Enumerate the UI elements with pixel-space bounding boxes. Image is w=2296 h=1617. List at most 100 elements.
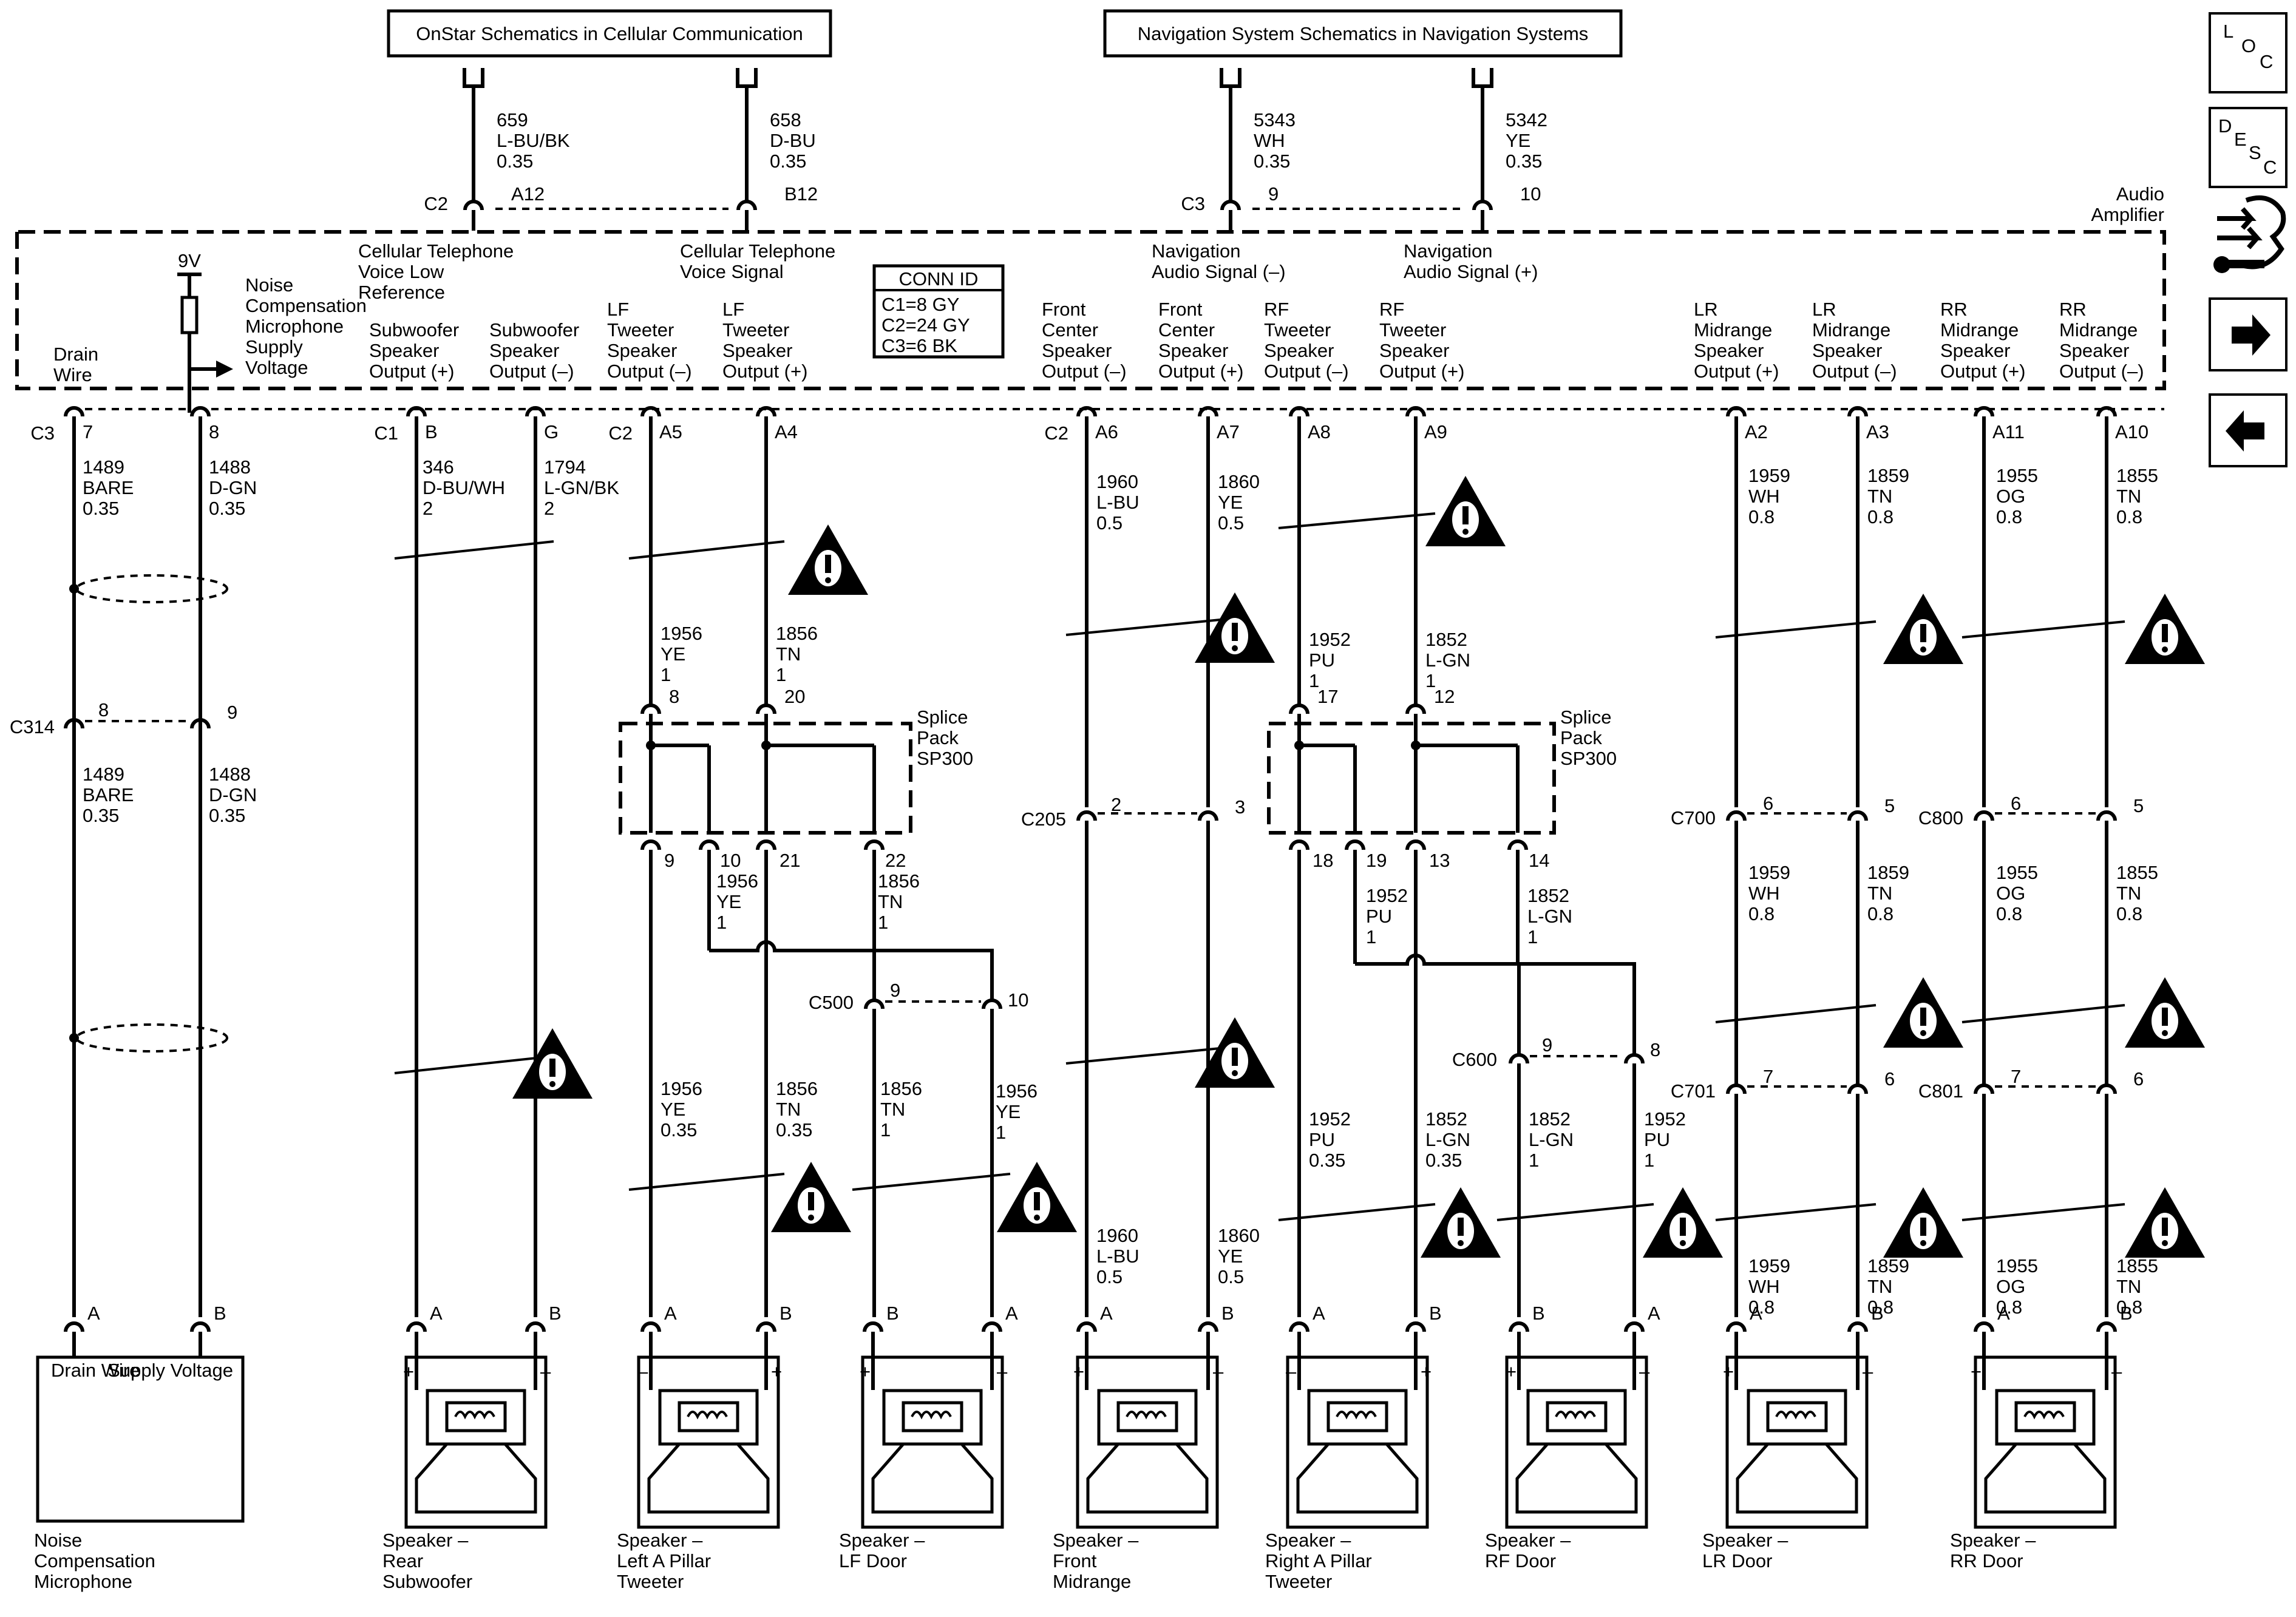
audio-amplifier-boundary [15,230,2166,390]
pin-label: 21 [779,850,800,871]
pin-label: 10 [1008,989,1028,1011]
pin-label: A8 [1308,421,1331,442]
polarity-label: + [1971,1361,1982,1382]
wire-label: 346 [423,456,454,478]
pin-label: 2 [1111,794,1121,815]
wire-label: WH [1748,1276,1780,1297]
connector-pin [2096,1321,2117,1332]
amp-output-label: Midrange [1694,319,1772,341]
connector-pin [1198,406,1218,417]
signal-label: Cellular Telephone [358,240,514,262]
connector-label: C205 [1021,808,1066,830]
connector-pin [1507,839,1528,850]
device-name: Speaker – [382,1530,469,1551]
arrow-right-icon[interactable] [2209,297,2288,371]
wire-label: 1952 [1644,1108,1686,1130]
pin-label: B [779,1303,792,1324]
amplifier-label-2: Amplifier [2091,204,2164,225]
wire-label: L-GN [1527,906,1572,927]
connector-pin [864,839,885,850]
pin-label: A10 [2115,421,2148,442]
warning-icon[interactable] [771,1162,851,1232]
device-pin-label: Drain Wire [51,1360,140,1381]
device-name: Speaker – [1265,1530,1351,1551]
warning-icon[interactable] [1883,977,1963,1048]
wire-label: D-GN [209,784,257,805]
amp-output-label: Output (+) [1694,361,1779,382]
navigation-reference-link[interactable]: Navigation System Schematics in Navigati… [1138,23,1589,44]
wire-label: TN [776,1099,801,1120]
onstar-reference-box[interactable] [387,9,832,58]
pin-label: 12 [1434,686,1455,707]
connector-label: C2 [424,193,448,214]
pin-label: A [1997,1303,2010,1324]
warning-icon[interactable] [1643,1187,1723,1258]
pin-label: B12 [784,183,818,205]
speaker-icon [1975,1357,2115,1527]
wire-label: PU [1309,1129,1335,1150]
amp-output-label: Speaker [2059,340,2129,361]
warning-icon[interactable] [2125,594,2205,664]
splice-pack-box [1267,722,1556,835]
wire-label: OG [1996,486,2025,507]
noise-supply-label: Microphone [245,316,344,337]
wire-label: 1952 [1366,885,1408,906]
wire-label: 659 [497,109,528,131]
wire-label: 1 [1309,670,1319,691]
warning-icon[interactable] [1883,1187,1963,1258]
device-name: Microphone [34,1571,132,1592]
warning-icon[interactable] [2125,1187,2205,1258]
wire-label: PU [1309,649,1335,671]
onstar-reference-link[interactable]: OnStar Schematics in Cellular Communicat… [416,23,803,44]
arrow-left-icon[interactable] [2209,393,2288,467]
connector-pin [1974,810,1994,821]
wrench-icon[interactable] [2213,195,2286,273]
navigation-reference-box[interactable] [1103,9,1623,58]
warning-icon[interactable] [2125,977,2205,1048]
device-name: Right A Pillar [1265,1550,1372,1571]
wire-label: 1959 [1748,1255,1790,1276]
loc-button[interactable]: L O C [2209,12,2288,93]
connector-pin [1974,1083,1994,1094]
pin-label: 6 [2011,793,2021,814]
amp-output-label: Front [1042,299,1086,320]
wire-label: 1960 [1096,1225,1138,1246]
connector-pin [1974,1321,1994,1332]
wire-label: 1488 [209,456,251,478]
desc-button[interactable]: D E S C [2209,107,2288,188]
pin-label: 8 [1650,1039,1660,1060]
pin-label: 7 [2011,1066,2021,1087]
connector-pin [1405,839,1426,850]
warning-icon[interactable] [512,1028,593,1099]
wire-label: 1859 [1867,1255,1909,1276]
connector-pin [64,1321,84,1332]
warning-icon[interactable] [997,1162,1077,1232]
supply-voltage-label: 9V [178,250,201,271]
warning-icon[interactable] [1421,1187,1501,1258]
pin-label: 10 [1520,183,1541,205]
connector-label: C500 [809,992,854,1013]
wire-label: 0.35 [770,151,806,172]
pin-label: G [544,421,559,442]
wire-label: 1 [661,664,671,685]
amp-output-label: Speaker [607,340,677,361]
warning-icon[interactable] [788,524,868,595]
wire-label: 0.8 [1867,903,1894,924]
polarity-label: + [860,1361,871,1382]
pin-label: 22 [885,850,906,871]
wire-label: 0.8 [1867,506,1894,527]
wire-label: 1 [996,1122,1006,1143]
polarity-label: – [2111,1361,2122,1382]
polarity-label: + [1421,1361,1432,1382]
wire-label: 1488 [209,764,251,785]
warning-icon[interactable] [1883,594,1963,664]
amp-output-label: Output (–) [1042,361,1127,382]
amp-output-label: Midrange [1812,319,1890,341]
amp-output-label: Tweeter [607,319,674,341]
wire-label: TN [776,643,801,665]
wire-label: 0.35 [776,1119,812,1141]
amp-output-label: LR [1812,299,1836,320]
warning-icon[interactable] [1425,476,1506,546]
signal-label: Navigation [1152,240,1240,262]
